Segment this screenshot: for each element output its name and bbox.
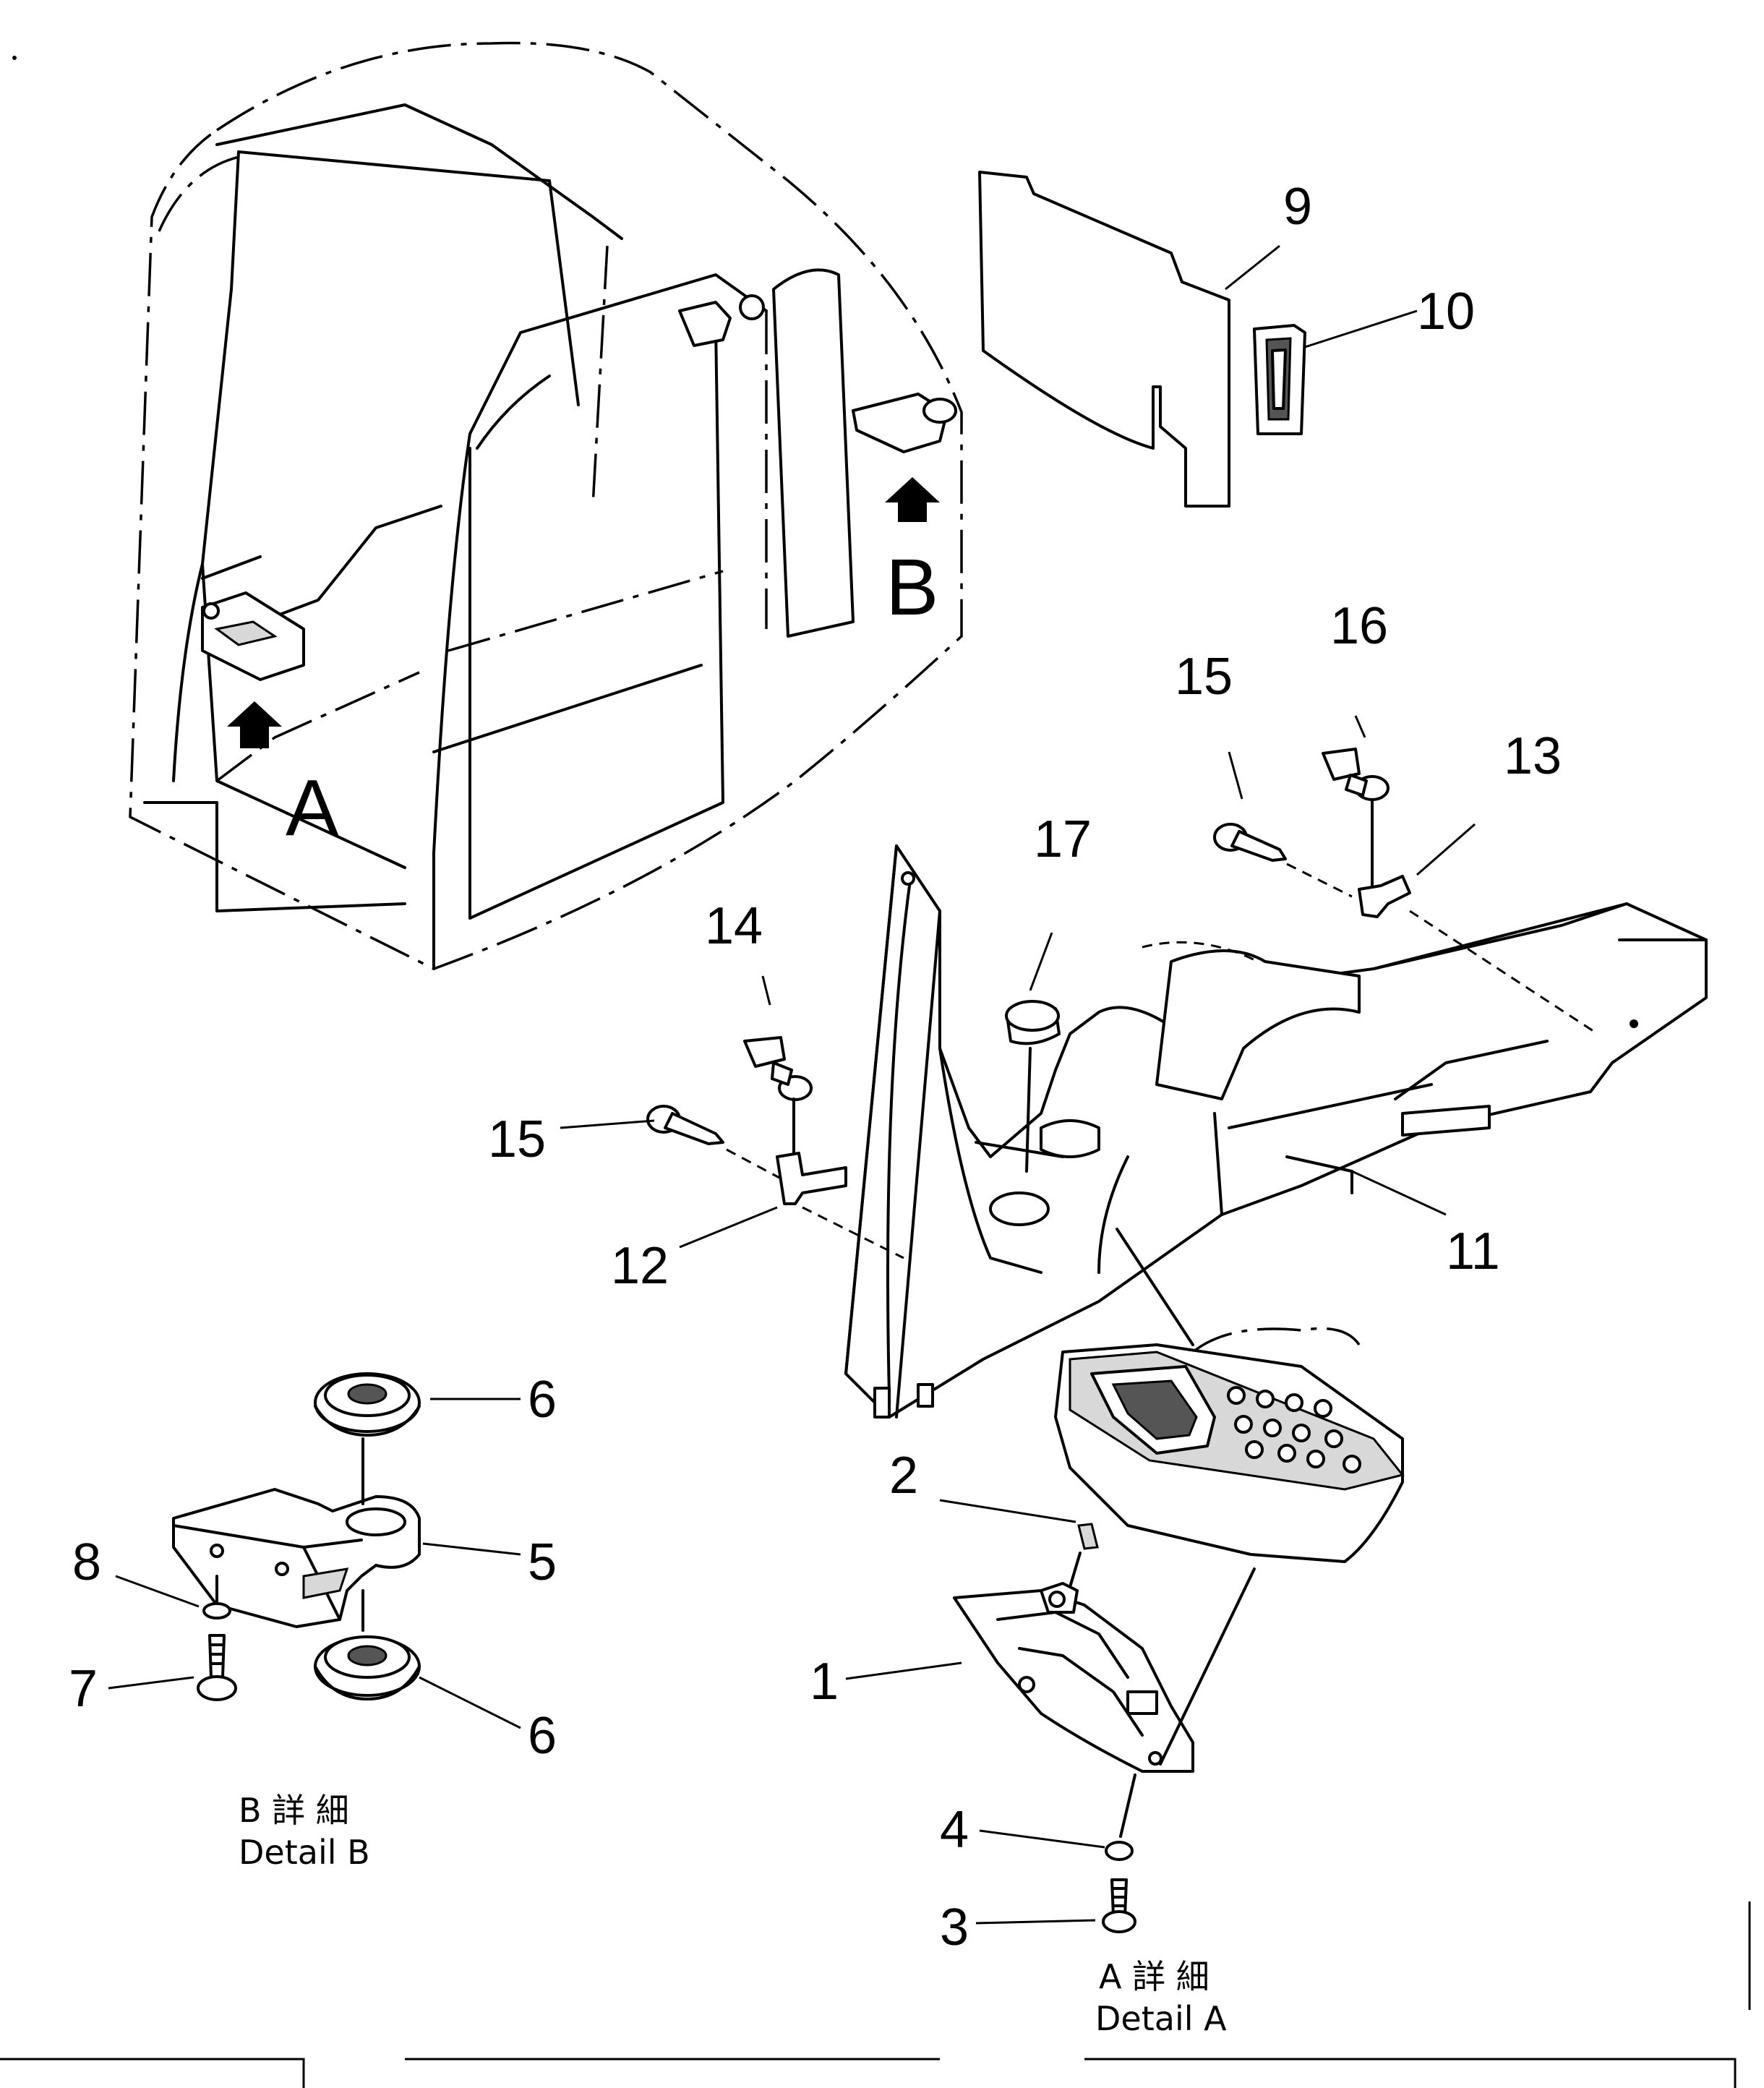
part-3-bolt bbox=[1102, 1878, 1136, 1933]
cab-mount-b bbox=[678, 294, 957, 453]
part-10-grip bbox=[1253, 324, 1306, 435]
view-marker-b: B bbox=[886, 543, 938, 632]
detail-b-caption-jp: B 詳 細 bbox=[239, 1791, 349, 1830]
callout-7: 7 bbox=[69, 1660, 98, 1718]
part-5-bracket bbox=[172, 1488, 421, 1628]
callout-15-left: 15 bbox=[488, 1111, 546, 1168]
callout-5: 5 bbox=[528, 1533, 557, 1591]
leader-lines bbox=[108, 244, 1476, 1925]
part-9-panel bbox=[978, 171, 1230, 508]
callout-10: 10 bbox=[1417, 283, 1475, 341]
cab-outline bbox=[129, 41, 963, 970]
callout-8: 8 bbox=[72, 1533, 101, 1591]
callout-6-top: 6 bbox=[528, 1371, 557, 1429]
part-15-screw-left bbox=[646, 1105, 724, 1145]
callout-1: 1 bbox=[810, 1653, 839, 1711]
part-1-bracket bbox=[953, 1582, 1194, 1773]
arrow-b-icon bbox=[885, 477, 940, 522]
detail-a-caption-jp: A 詳 細 bbox=[1099, 1957, 1209, 1996]
part-8-washer bbox=[202, 1602, 231, 1620]
assembly-lines bbox=[726, 800, 1598, 1838]
detail-b-caption-en: Detail B bbox=[239, 1833, 370, 1872]
detail-a-caption-en: Detail A bbox=[1095, 1999, 1227, 2038]
part-6-top-mount bbox=[314, 1372, 421, 1437]
part-7-bolt bbox=[197, 1634, 237, 1701]
part-14-clip bbox=[743, 1036, 813, 1101]
callout-15-right: 15 bbox=[1175, 648, 1233, 706]
callout-17: 17 bbox=[1034, 810, 1092, 868]
part-4-washer bbox=[1105, 1841, 1134, 1861]
view-marker-a: A bbox=[286, 763, 339, 852]
part-13-clip bbox=[1358, 875, 1411, 918]
arrow-a-icon bbox=[227, 701, 282, 748]
callout-16: 16 bbox=[1330, 597, 1388, 655]
part-17-cap bbox=[1005, 1000, 1061, 1045]
monitor-buttons bbox=[1227, 1386, 1361, 1473]
part-6-bottom-mount bbox=[314, 1635, 421, 1700]
part-12-clip bbox=[776, 1152, 847, 1205]
page-border bbox=[0, 56, 1751, 2088]
callout-14: 14 bbox=[705, 897, 763, 955]
callout-3: 3 bbox=[940, 1899, 969, 1956]
callout-4: 4 bbox=[940, 1801, 969, 1859]
callout-11: 11 bbox=[1446, 1223, 1500, 1280]
monitor-unit bbox=[1054, 1327, 1405, 1563]
part-2-pin bbox=[1077, 1523, 1099, 1550]
callout-6-bottom: 6 bbox=[528, 1707, 557, 1765]
part-16-clip bbox=[1322, 748, 1390, 801]
callout-2: 2 bbox=[889, 1447, 918, 1505]
callout-12: 12 bbox=[611, 1237, 669, 1295]
callout-9: 9 bbox=[1283, 178, 1312, 236]
cab-mount-a bbox=[201, 591, 305, 681]
part-11-console bbox=[844, 844, 1708, 1419]
callout-13: 13 bbox=[1504, 727, 1562, 785]
part-15-screw-right bbox=[1213, 823, 1287, 862]
